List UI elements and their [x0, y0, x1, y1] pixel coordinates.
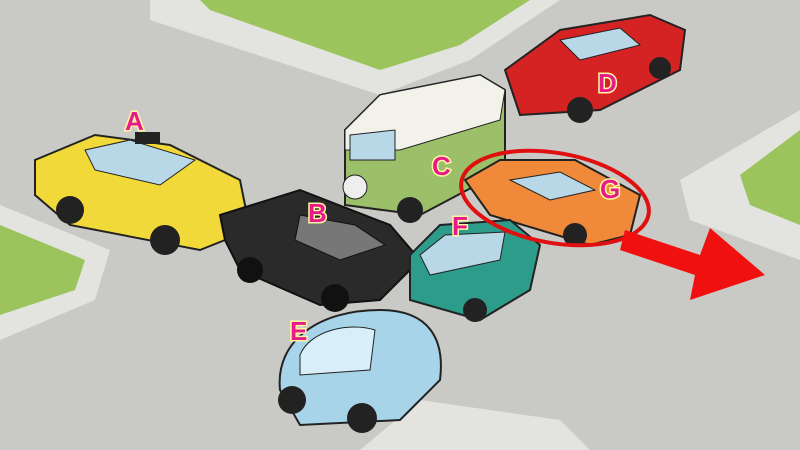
label-g: G: [600, 174, 620, 204]
direction-arrow: [620, 228, 765, 300]
label-f: F: [452, 211, 468, 241]
label-d: D: [598, 68, 617, 98]
car-f-green: [409, 218, 542, 322]
car-b-black: [218, 188, 422, 312]
sidewalk-bottom: [360, 400, 590, 450]
grass-right: [740, 130, 800, 225]
car-a-taxi: [34, 132, 252, 255]
label-b: B: [308, 198, 327, 228]
sidewalk-right: [680, 110, 800, 260]
grass-left: [0, 225, 85, 315]
label-e: E: [290, 316, 307, 346]
car-d-red: [503, 13, 687, 123]
label-c: C: [432, 151, 451, 181]
grass-top: [200, 0, 530, 70]
label-a: A: [125, 106, 144, 136]
car-e-beetle: [278, 308, 442, 433]
car-g-orange: [463, 159, 642, 247]
highlight-ellipse: [459, 148, 651, 248]
